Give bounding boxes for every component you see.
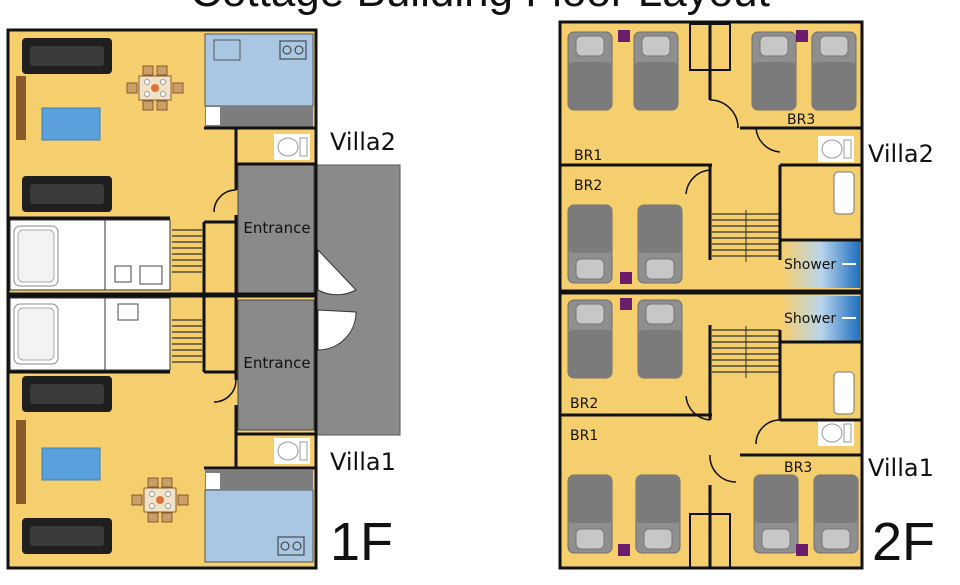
- bottom-br1-label: BR1: [570, 428, 598, 444]
- bottom-shower-label: Shower: [784, 311, 836, 327]
- page-title: Cottage Building Floor Layout: [190, 0, 770, 16]
- entrance-top: [237, 164, 315, 294]
- top-br2-label: BR2: [574, 178, 602, 194]
- entrance-bottom-label: Entrance: [243, 354, 310, 372]
- bottom-br3-label: BR3: [784, 460, 812, 476]
- kitchen-top: [204, 33, 314, 107]
- floor-2-label: 2F: [872, 512, 935, 572]
- kitchen-bottom: [204, 489, 314, 563]
- villa2-label-1f: Villa2: [330, 128, 396, 156]
- porch: [311, 164, 401, 436]
- floor-1-label: 1F: [330, 512, 393, 572]
- top-shower-label: Shower: [784, 257, 836, 273]
- villa1-label-1f: Villa1: [330, 448, 396, 476]
- entrance-bottom: [237, 299, 315, 431]
- villa2-label-2f: Villa2: [868, 140, 934, 168]
- floor-1-plan: Entrance Entrance Villa2 Villa1 1F: [6, 28, 401, 572]
- entrance-top-label: Entrance: [243, 219, 310, 237]
- floor-2-plan: BR1 BR2 BR3 Shower Shower BR2 BR1 BR3 Vi…: [558, 20, 935, 572]
- top-br1-label: BR1: [574, 148, 602, 164]
- bottom-br2-label: BR2: [570, 396, 598, 412]
- top-br3-label: BR3: [787, 112, 815, 128]
- villa1-label-2f: Villa1: [868, 454, 934, 482]
